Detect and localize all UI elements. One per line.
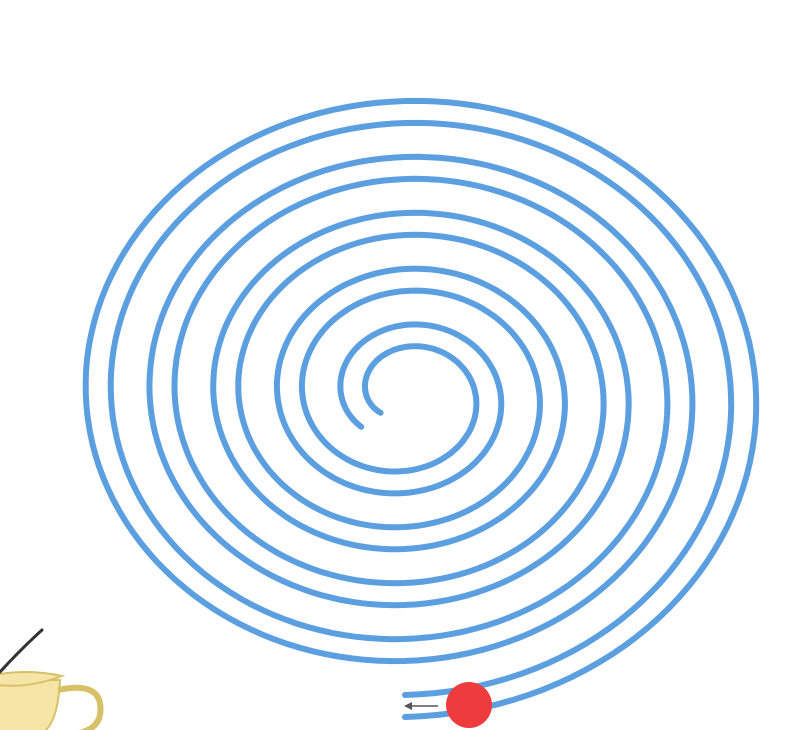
start-marker-red-dot[interactable] bbox=[446, 682, 492, 728]
spiral-wall-outer bbox=[86, 101, 757, 717]
cup-body bbox=[0, 680, 60, 730]
direction-arrow-icon bbox=[404, 702, 438, 710]
spoon-icon bbox=[0, 630, 42, 672]
teacup-icon bbox=[0, 630, 100, 730]
arrow-head bbox=[404, 702, 412, 710]
cup-handle bbox=[58, 688, 100, 730]
spiral-track bbox=[86, 101, 757, 717]
spiral-wall-inner bbox=[111, 123, 732, 695]
